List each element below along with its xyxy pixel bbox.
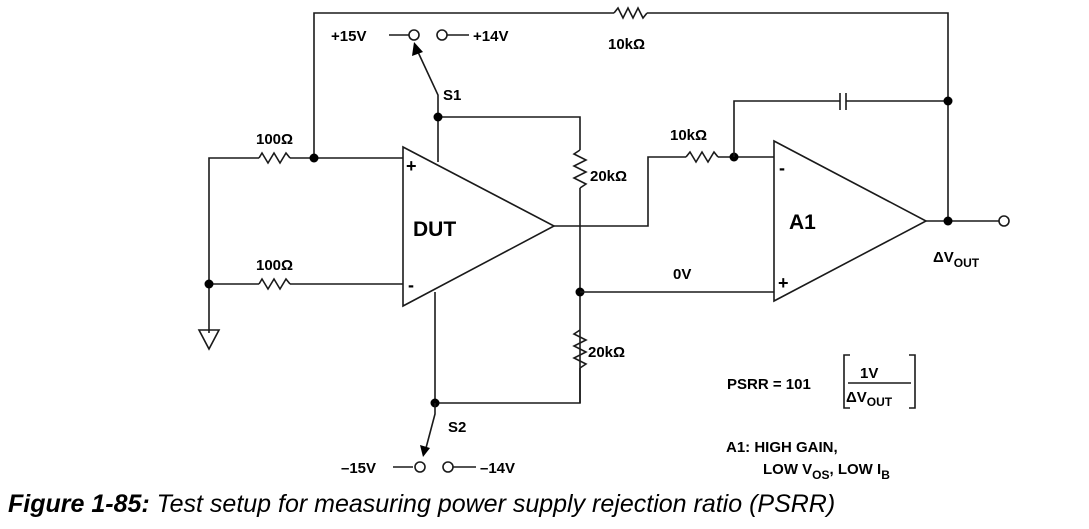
r-in-minus-label: 100Ω (256, 257, 293, 274)
s2-option-b: –14V (480, 460, 515, 477)
divider-bottom-wire (435, 368, 581, 404)
s2-terminal-14v (442, 461, 454, 473)
r-in-plus (258, 151, 291, 165)
output-terminal (998, 215, 1010, 227)
r-a1-input (685, 150, 719, 164)
figure-caption-text: Test setup for measuring power supply re… (149, 490, 836, 518)
zero-volt-label: 0V (673, 266, 691, 283)
figure-number: Figure 1-85: (8, 490, 150, 518)
dut-output-wire (554, 156, 686, 227)
dut-label: DUT (413, 218, 456, 241)
dut-opamp-symbol (402, 145, 556, 308)
s2-terminal-15v (414, 461, 426, 473)
note-line-2: LOW VOS, LOW IB (763, 461, 890, 482)
s1-label: S1 (443, 87, 461, 104)
s1-arrow-icon (412, 42, 423, 56)
divider-top-wire (438, 116, 581, 150)
dut-plus-sign: + (406, 156, 417, 176)
r-divider-top-label: 20kΩ (590, 168, 627, 185)
a1-plus-sign: + (778, 273, 789, 293)
r-a1-input-label: 10kΩ (670, 127, 707, 144)
figure-caption: Figure 1-85: Test setup for measuring po… (8, 490, 835, 519)
switch-s1 (389, 29, 469, 117)
formula-numerator: 1V (860, 365, 878, 382)
note-line-1: A1: HIGH GAIN, (726, 439, 838, 456)
s2-arrow-icon (420, 445, 430, 457)
r-in-plus-label: 100Ω (256, 131, 293, 148)
r-feedback-top-label: 10kΩ (608, 36, 645, 53)
input-ground-wire (208, 157, 259, 333)
top-feedback-wire (313, 6, 949, 221)
junction-dot (309, 153, 319, 163)
s1-option-b: +14V (473, 28, 508, 45)
r-divider-top (572, 149, 588, 189)
s2-label: S2 (448, 419, 466, 436)
junction-dot (943, 216, 953, 226)
formula-denominator: ΔVOUT (846, 389, 893, 409)
bracket-left (843, 354, 850, 409)
s1-terminal-14v (436, 29, 448, 41)
a1-label: A1 (789, 211, 816, 234)
switch-s2 (393, 403, 476, 473)
output-label: ΔVOUT (933, 249, 980, 270)
junction-dot (943, 96, 953, 106)
psrr-formula: PSRR = 101 1V ΔVOUT (727, 354, 916, 409)
a1-minus-sign: - (779, 158, 785, 178)
r-divider-bottom (572, 329, 588, 369)
r-in-minus (258, 277, 291, 291)
dut-minus-sign: - (408, 275, 414, 295)
junction-dot (204, 279, 214, 289)
ground-icon (197, 329, 221, 351)
s1-option-a: +15V (331, 28, 366, 45)
r-divider-bottom-label: 20kΩ (588, 344, 625, 361)
formula-lhs: PSRR = 101 (727, 376, 811, 393)
a1-opamp-symbol (773, 139, 928, 303)
capacitor-wire-left (733, 100, 840, 157)
junction-dot (433, 112, 443, 122)
bracket-right (909, 354, 916, 409)
s1-terminal-15v (408, 29, 420, 41)
s2-option-a: –15V (341, 460, 376, 477)
